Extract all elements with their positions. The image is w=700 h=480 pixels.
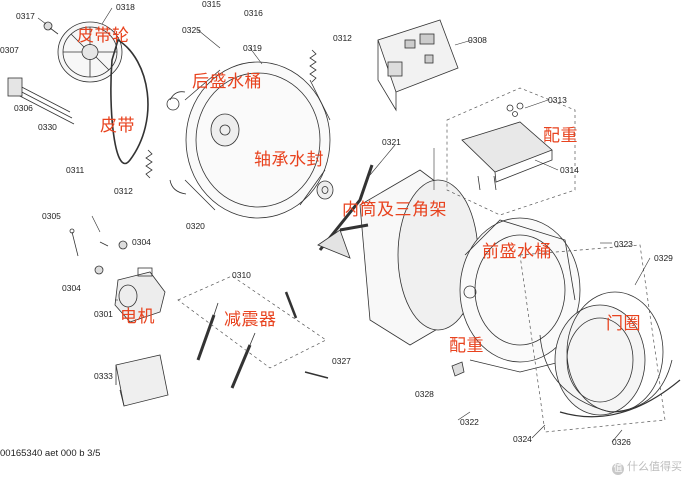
part-number-0325: 0325 xyxy=(182,25,201,35)
watermark-text: 什么值得买 xyxy=(627,460,682,473)
motor-screws xyxy=(69,228,128,275)
front-tub xyxy=(459,217,581,373)
motor-part xyxy=(114,267,166,323)
part-number-0305: 0305 xyxy=(42,211,61,221)
part-number-0315: 0315 xyxy=(202,0,221,9)
part-number-0310: 0310 xyxy=(232,270,251,280)
heating-element xyxy=(7,77,75,125)
part-number-0329: 0329 xyxy=(654,253,673,263)
door-clamp xyxy=(559,379,681,418)
part-number-0322: 0322 xyxy=(460,417,479,427)
counterweight-top-part xyxy=(461,102,553,191)
electrical-box xyxy=(115,354,169,407)
part-number-0319: 0319 xyxy=(243,43,262,53)
label-bearing-seal: 轴承水封 xyxy=(254,150,324,170)
part-number-0327: 0327 xyxy=(332,356,351,366)
rear-tub xyxy=(166,61,331,219)
drive-belt xyxy=(110,38,149,165)
part-number-0304-upper: 0304 xyxy=(132,237,151,247)
part-number-0330: 0330 xyxy=(38,122,57,132)
label-belt: 皮带 xyxy=(100,116,135,136)
door-ring-group-box xyxy=(519,244,666,433)
part-number-0321: 0321 xyxy=(382,137,401,147)
part-number-0314: 0314 xyxy=(560,165,579,175)
part-number-0311: 0311 xyxy=(66,165,85,175)
part-number-0301: 0301 xyxy=(94,309,113,319)
part-number-0328: 0328 xyxy=(415,389,434,399)
part-number-0326: 0326 xyxy=(612,437,631,447)
bolt-0327 xyxy=(304,371,329,379)
watermark-logo-icon: 值 xyxy=(612,463,624,475)
damper-struts xyxy=(196,291,298,389)
part-number-0323: 0323 xyxy=(614,239,633,249)
part-number-0307: 0307 xyxy=(0,45,19,55)
part-number-0320: 0320 xyxy=(186,221,205,231)
label-front-tub: 前盛水桶 xyxy=(482,242,552,262)
label-counterweight-top: 配重 xyxy=(543,126,578,146)
watermark: 值什么值得买 xyxy=(612,458,682,475)
part-number-0304-lower: 0304 xyxy=(62,283,81,293)
part-number-0333: 0333 xyxy=(94,371,113,381)
part-number-0316: 0316 xyxy=(244,8,263,18)
door-gasket-ring xyxy=(539,291,673,416)
counterweight-group-box xyxy=(446,87,576,216)
label-motor: 电机 xyxy=(120,307,155,327)
spring-right xyxy=(309,49,317,83)
label-door-ring: 门圈 xyxy=(606,314,641,334)
label-rear-tub: 后盛水桶 xyxy=(192,72,262,92)
part-number-0306: 0306 xyxy=(14,103,33,113)
part-number-0312-left: 0312 xyxy=(114,186,133,196)
part-number-0324: 0324 xyxy=(513,434,532,444)
label-damper: 减震器 xyxy=(224,310,277,330)
label-drum-spider: 内筒及三角架 xyxy=(342,200,447,220)
part-number-0317: 0317 xyxy=(16,11,35,21)
control-board xyxy=(377,19,459,112)
bearing-seal xyxy=(316,180,334,200)
part-number-0308: 0308 xyxy=(468,35,487,45)
part-number-0313: 0313 xyxy=(548,95,567,105)
part-number-0318: 0318 xyxy=(116,2,135,12)
spring-left xyxy=(145,149,153,179)
label-pulley: 皮带轮 xyxy=(77,26,130,46)
foot-0328 xyxy=(451,361,465,377)
part-number-0312-right: 0312 xyxy=(333,33,352,43)
label-counterweight-bottom: 配重 xyxy=(449,336,484,356)
drum-and-spider xyxy=(317,164,479,346)
document-code: 00165340 aet 000 b 3/5 xyxy=(0,448,101,459)
